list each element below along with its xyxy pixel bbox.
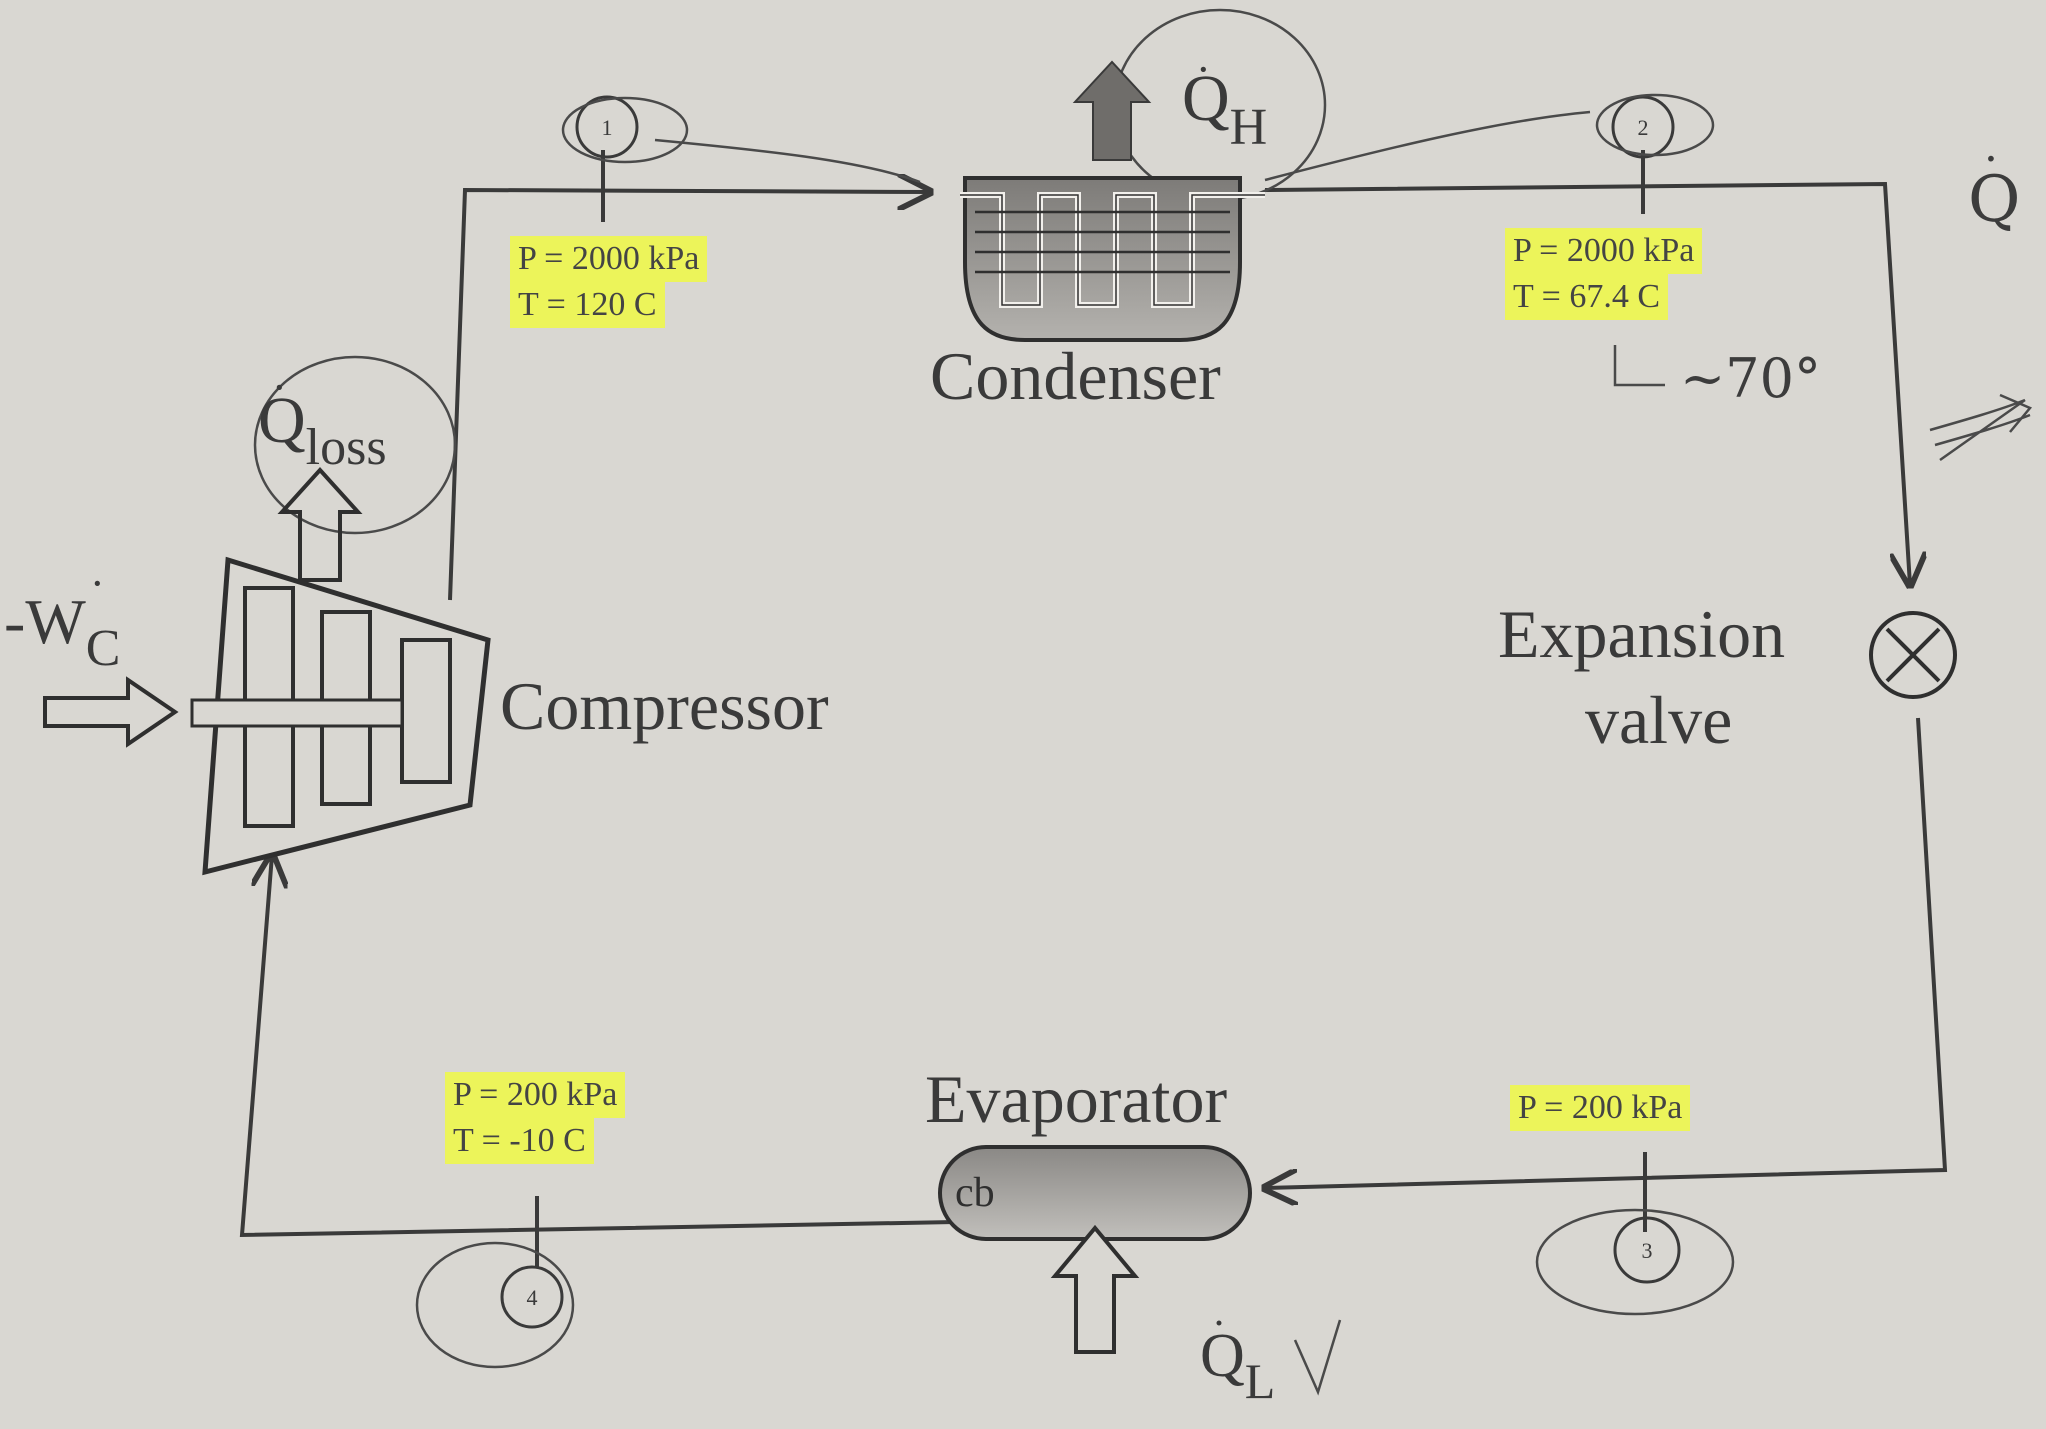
evaporator-mark: cb — [955, 1170, 995, 1216]
state-1-pressure: P = 2000 kPa — [510, 236, 708, 282]
w-c-dot: · — [90, 559, 105, 608]
q-loss-dot: · — [272, 363, 287, 412]
scribble-circle-2 — [1595, 93, 1715, 157]
compressor-unit — [43, 467, 491, 876]
q-loss-symbol: Q — [258, 384, 306, 457]
scribble-circle-q-loss — [253, 355, 457, 535]
state-1-temperature: T = 120 C — [510, 282, 665, 328]
condenser-body — [963, 176, 1242, 342]
q-loss-subscript: loss — [305, 419, 387, 476]
w-c-label: ·-WC — [4, 562, 120, 675]
w-c-work-arrow — [43, 676, 179, 748]
state-3-pressure: P = 200 kPa — [1510, 1085, 1691, 1131]
q-right-symbol: Q — [1968, 163, 2021, 237]
state-4-temperature: T = -10 C — [445, 1118, 594, 1164]
state-1-properties: P = 2000 kPa T = 120 C — [510, 236, 708, 328]
scribble-circle-4 — [415, 1241, 575, 1369]
scribble-arrow-right — [1929, 393, 2033, 462]
state-3-properties: P = 200 kPa — [1510, 1085, 1691, 1131]
scribble-stroke-2 — [1264, 110, 1591, 182]
q-loss-heat-arrow — [277, 467, 363, 582]
state-2-pressure: P = 2000 kPa — [1505, 228, 1703, 274]
scribble-circle-1 — [561, 96, 689, 164]
q-l-dot: · — [1212, 1301, 1226, 1347]
condenser-label: Condenser — [930, 338, 1221, 414]
state-4-properties: P = 200 kPa T = -10 C — [445, 1072, 626, 1164]
pipe-compressor-to-condenser — [448, 190, 930, 601]
state-4-circle — [500, 1265, 564, 1329]
q-l-subscript: L — [1244, 1353, 1276, 1409]
state-1-circle — [575, 95, 639, 159]
evaporator-label: Evaporator — [925, 1061, 1228, 1137]
state-1-number: 1 — [602, 115, 613, 140]
state-3-circle — [1613, 1216, 1681, 1284]
state-2-number: 2 — [1638, 115, 1649, 140]
expansion-valve-unit — [1869, 611, 1957, 699]
state-4-number: 4 — [527, 1285, 538, 1310]
q-loss-label: ·Qloss — [258, 366, 387, 474]
scribble-hook — [1613, 345, 1665, 387]
q-h-heat-arrow — [1072, 60, 1152, 161]
q-right-label: ·Q — [1968, 138, 2020, 233]
compressor-label: Compressor — [500, 668, 829, 744]
state-2-properties: P = 2000 kPa T = 67.4 C — [1505, 228, 1703, 320]
w-c-subscript: C — [85, 620, 121, 677]
expansion-valve-symbol — [1869, 611, 1957, 699]
q-h-dot: · — [1196, 45, 1211, 94]
scribble-stroke-1 — [654, 138, 921, 184]
condenser-coil-outline — [960, 194, 1265, 306]
state-2-temperature: T = 67.4 C — [1505, 274, 1669, 320]
expansion-valve-label-line-2: valve — [1585, 682, 1733, 758]
expansion-valve-label-line-1: Expansion — [1498, 596, 1786, 672]
pipe-evaporator-to-compressor — [239, 855, 956, 1238]
q-h-label: ·QH — [1182, 48, 1267, 154]
w-c-symbol: -W — [4, 586, 86, 657]
q-right-dot: · — [1984, 134, 1998, 185]
evaporator-unit — [938, 1145, 1252, 1354]
condenser-unit — [960, 60, 1265, 342]
compressor-shaft — [190, 698, 404, 728]
handwritten-note: ~70° — [1680, 347, 1821, 410]
q-l-heat-arrow — [1050, 1224, 1140, 1354]
pipe-expansion-valve-to-evaporator — [1265, 717, 1948, 1188]
q-l-symbol: Q — [1200, 1322, 1245, 1390]
q-h-symbol: Q — [1182, 62, 1230, 135]
scribble-circle-3 — [1535, 1208, 1735, 1316]
q-h-subscript: H — [1229, 99, 1268, 156]
state-2-circle — [1611, 95, 1675, 159]
state-3-number: 3 — [1642, 1238, 1653, 1263]
pipe-condenser-to-expansion-valve — [1264, 181, 1910, 585]
scribble-check-q-l — [1293, 1319, 1342, 1396]
state-4-pressure: P = 200 kPa — [445, 1072, 626, 1118]
q-l-label: ·QL — [1200, 1303, 1275, 1406]
